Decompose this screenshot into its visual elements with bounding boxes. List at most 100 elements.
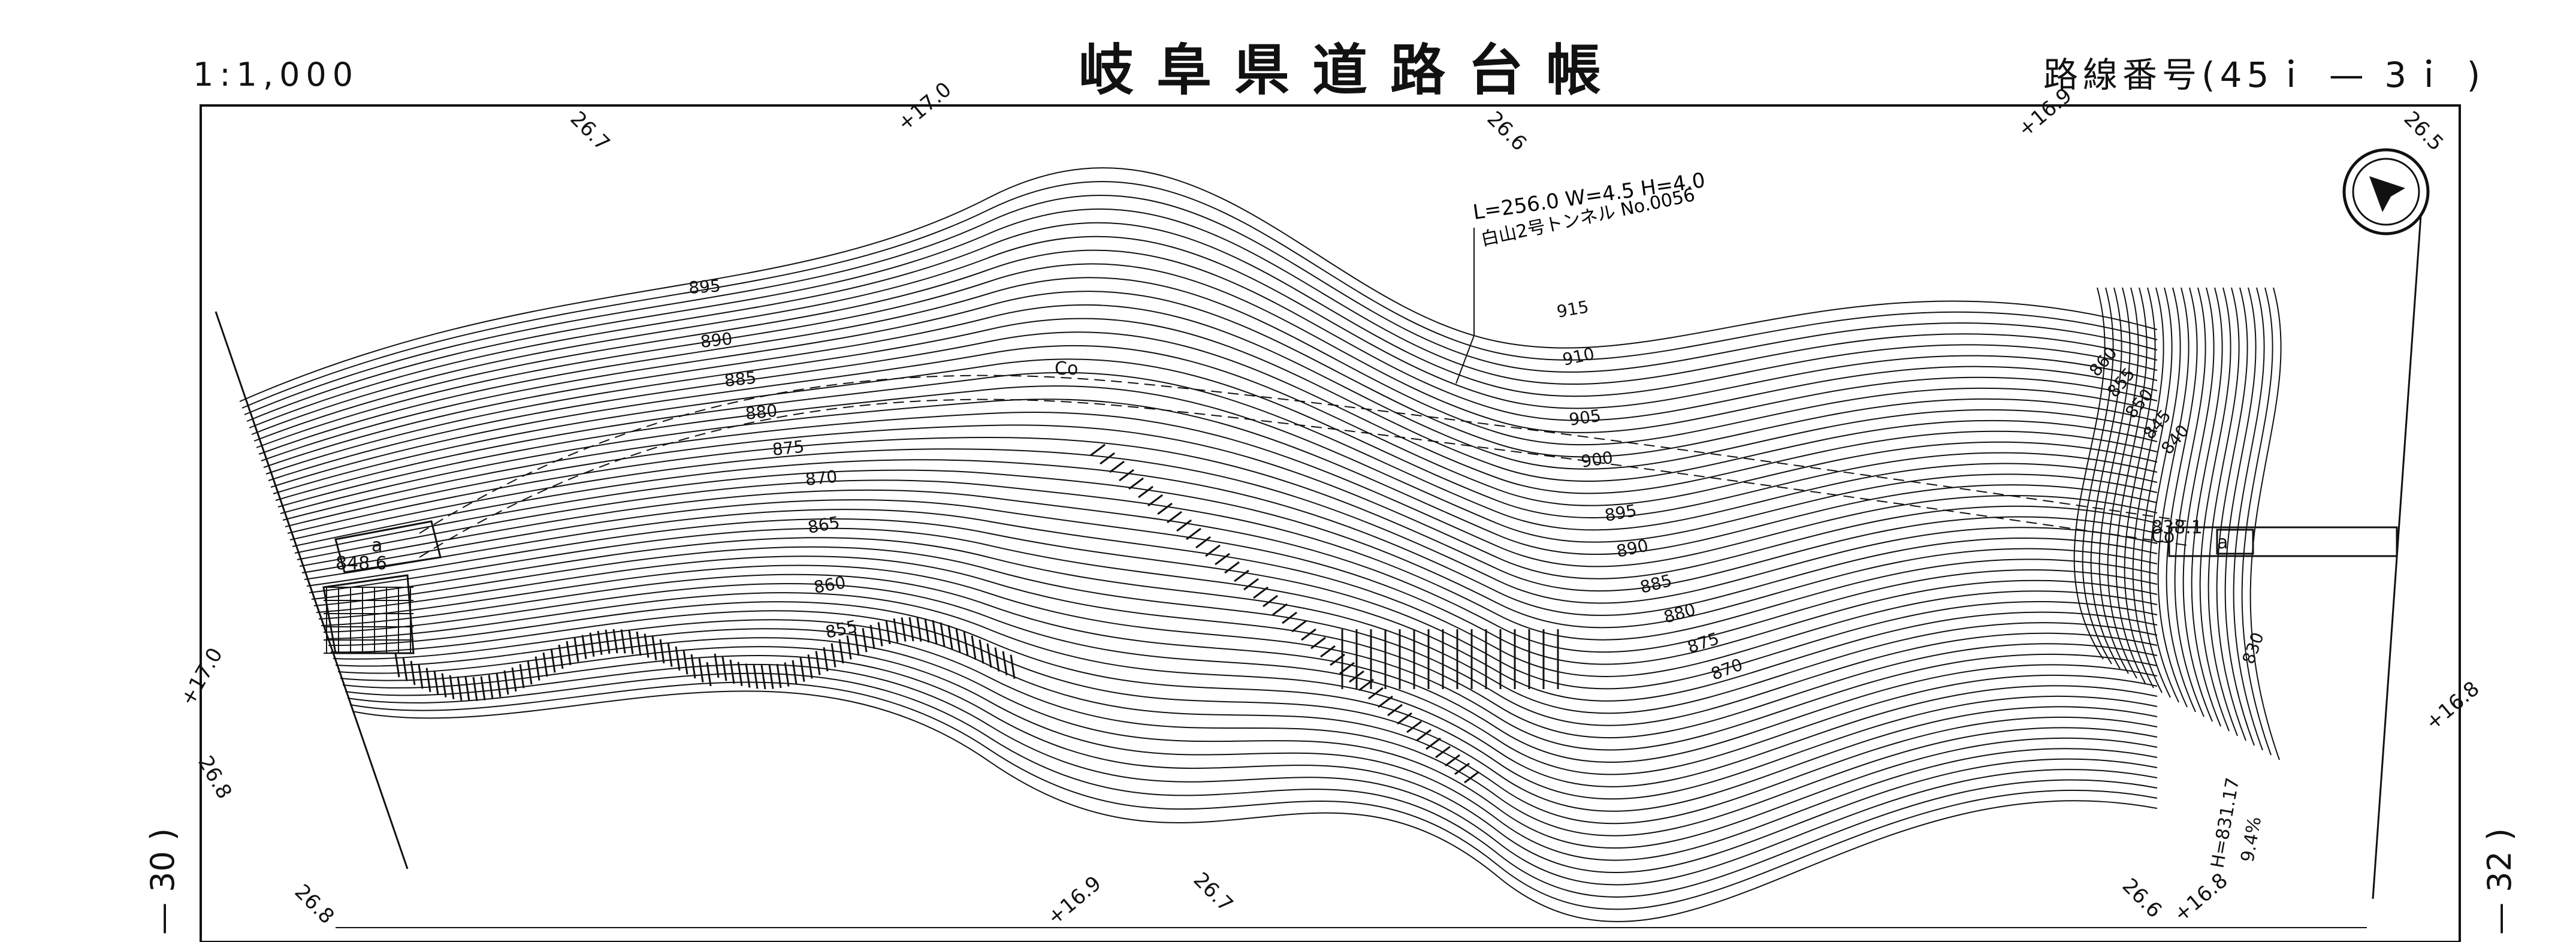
contour-line xyxy=(345,663,2158,886)
hatch-tick xyxy=(1416,729,1432,742)
contour-label: 905 xyxy=(1568,406,1602,430)
hatch-tick xyxy=(940,622,946,647)
hatch-tick xyxy=(581,635,587,659)
hatch-tick xyxy=(1368,687,1384,700)
hatch-tick xyxy=(1243,578,1259,591)
contour-line xyxy=(2140,287,2173,698)
hatch-tick xyxy=(955,628,961,653)
hatch-tick xyxy=(449,675,455,700)
hatch-tick xyxy=(1435,745,1451,759)
contour-line xyxy=(261,291,2158,461)
contour-line xyxy=(316,555,2158,738)
hatch-tick xyxy=(612,629,618,654)
contour-line xyxy=(2166,287,2198,712)
hatch-tick xyxy=(527,660,533,685)
grid-label: +17.0 xyxy=(893,77,956,136)
grid-label: 26.5 xyxy=(2399,107,2448,156)
hatch-tick xyxy=(1310,636,1326,650)
contour-label: 875 xyxy=(771,437,805,460)
contour-line xyxy=(249,222,2158,428)
hatch-tick xyxy=(488,675,494,699)
hatch-tick xyxy=(1253,586,1269,599)
contour-line xyxy=(2090,287,2122,669)
hatch-tick xyxy=(901,617,907,642)
hatch-tick xyxy=(932,620,938,645)
contour-line xyxy=(323,582,2158,775)
contour-line xyxy=(2082,287,2114,665)
hatch-tick xyxy=(1301,628,1316,641)
spot-label: 838.1 xyxy=(2151,517,2203,538)
contour-line xyxy=(352,690,2158,922)
hatch-tick xyxy=(979,639,985,664)
hatch-tick xyxy=(807,654,813,679)
contour-label: 875 xyxy=(1685,629,1722,657)
contour-line xyxy=(246,208,2158,422)
hatch-tick xyxy=(792,660,798,685)
hatch-tick xyxy=(784,662,790,687)
contour-line xyxy=(244,195,2158,415)
hatch-tick xyxy=(924,618,930,643)
hatch-tick xyxy=(1445,754,1460,767)
hatch-tick xyxy=(1454,762,1470,775)
hatch-tick xyxy=(1464,771,1479,784)
contour-label: 895 xyxy=(1603,500,1638,526)
contour-line xyxy=(277,385,2158,543)
hatch-tick xyxy=(1234,569,1249,582)
contour-line xyxy=(2149,287,2181,703)
hatch-tick xyxy=(605,629,611,654)
grid-label: 26.6 xyxy=(1482,107,1532,156)
hatch-tick xyxy=(573,638,579,662)
hatch-tick xyxy=(893,618,899,643)
contour-label: 915 xyxy=(1555,297,1590,322)
hatch-tick xyxy=(729,659,735,684)
contour-line xyxy=(2224,287,2257,746)
contour-line xyxy=(313,546,2158,726)
hatch-tick xyxy=(846,635,852,660)
hatch-tick xyxy=(496,672,502,698)
hatch-tick xyxy=(737,662,743,686)
contour-line xyxy=(2249,287,2282,760)
hatch-tick xyxy=(1426,737,1441,750)
contour-label: 885 xyxy=(723,368,757,391)
hatch-tick xyxy=(854,631,860,656)
grid-label: +17.0 xyxy=(176,644,228,709)
page-title: 岐阜県道路台帳 xyxy=(1079,38,1624,102)
hatch-tick xyxy=(1224,561,1240,574)
hatch-tick xyxy=(885,620,891,645)
contour-line xyxy=(2098,287,2131,674)
hatch-tick xyxy=(566,641,572,666)
contour-line xyxy=(275,372,2158,531)
hatch-tick xyxy=(1186,527,1201,541)
contour-line xyxy=(263,304,2158,470)
spot-label: 9.4% xyxy=(2237,815,2266,864)
grid-label: 26.6 xyxy=(2118,874,2167,923)
contour-label: 890 xyxy=(699,329,733,352)
hatch-tick xyxy=(597,630,603,656)
hatch-tick xyxy=(503,670,509,695)
hatch-tick xyxy=(1100,452,1115,465)
contour-label: 865 xyxy=(806,512,841,538)
contour-line xyxy=(287,436,2158,592)
contour-line xyxy=(342,655,2158,874)
hatch-tick xyxy=(760,665,766,690)
contour-line xyxy=(285,424,2158,579)
contour-line xyxy=(2107,287,2139,679)
hatch-tick xyxy=(916,617,922,642)
hatch-tick xyxy=(534,656,540,681)
hatch-tick xyxy=(698,658,704,683)
hatch-tick xyxy=(815,651,821,675)
hatch-tick xyxy=(1320,645,1336,658)
hatch-tick xyxy=(1010,654,1016,679)
hatch-tick xyxy=(410,660,416,686)
hatch-tick xyxy=(1195,536,1211,549)
hatch-tick xyxy=(1291,620,1307,633)
retaining-wall-grid xyxy=(324,587,413,654)
hatch-tick xyxy=(986,643,992,668)
road-edge-right xyxy=(2372,215,2422,899)
contour-line xyxy=(265,318,2158,482)
contour-line xyxy=(299,489,2158,653)
contour-line xyxy=(304,509,2158,677)
contour-line xyxy=(2157,287,2190,708)
contour-label: 880 xyxy=(744,401,778,424)
